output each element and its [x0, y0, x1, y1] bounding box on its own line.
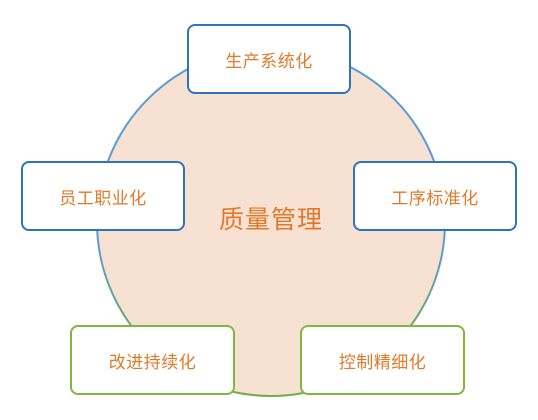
node-employee-professionalization: 员工职业化: [21, 161, 185, 231]
node-process-standardization: 工序标准化: [353, 161, 517, 231]
node-continuous-improvement: 改进持续化: [70, 325, 235, 395]
center-label: 质量管理: [218, 205, 323, 234]
node-control-refinement: 控制精细化: [300, 325, 465, 395]
node-production-systematization: 生产系统化: [187, 24, 351, 94]
